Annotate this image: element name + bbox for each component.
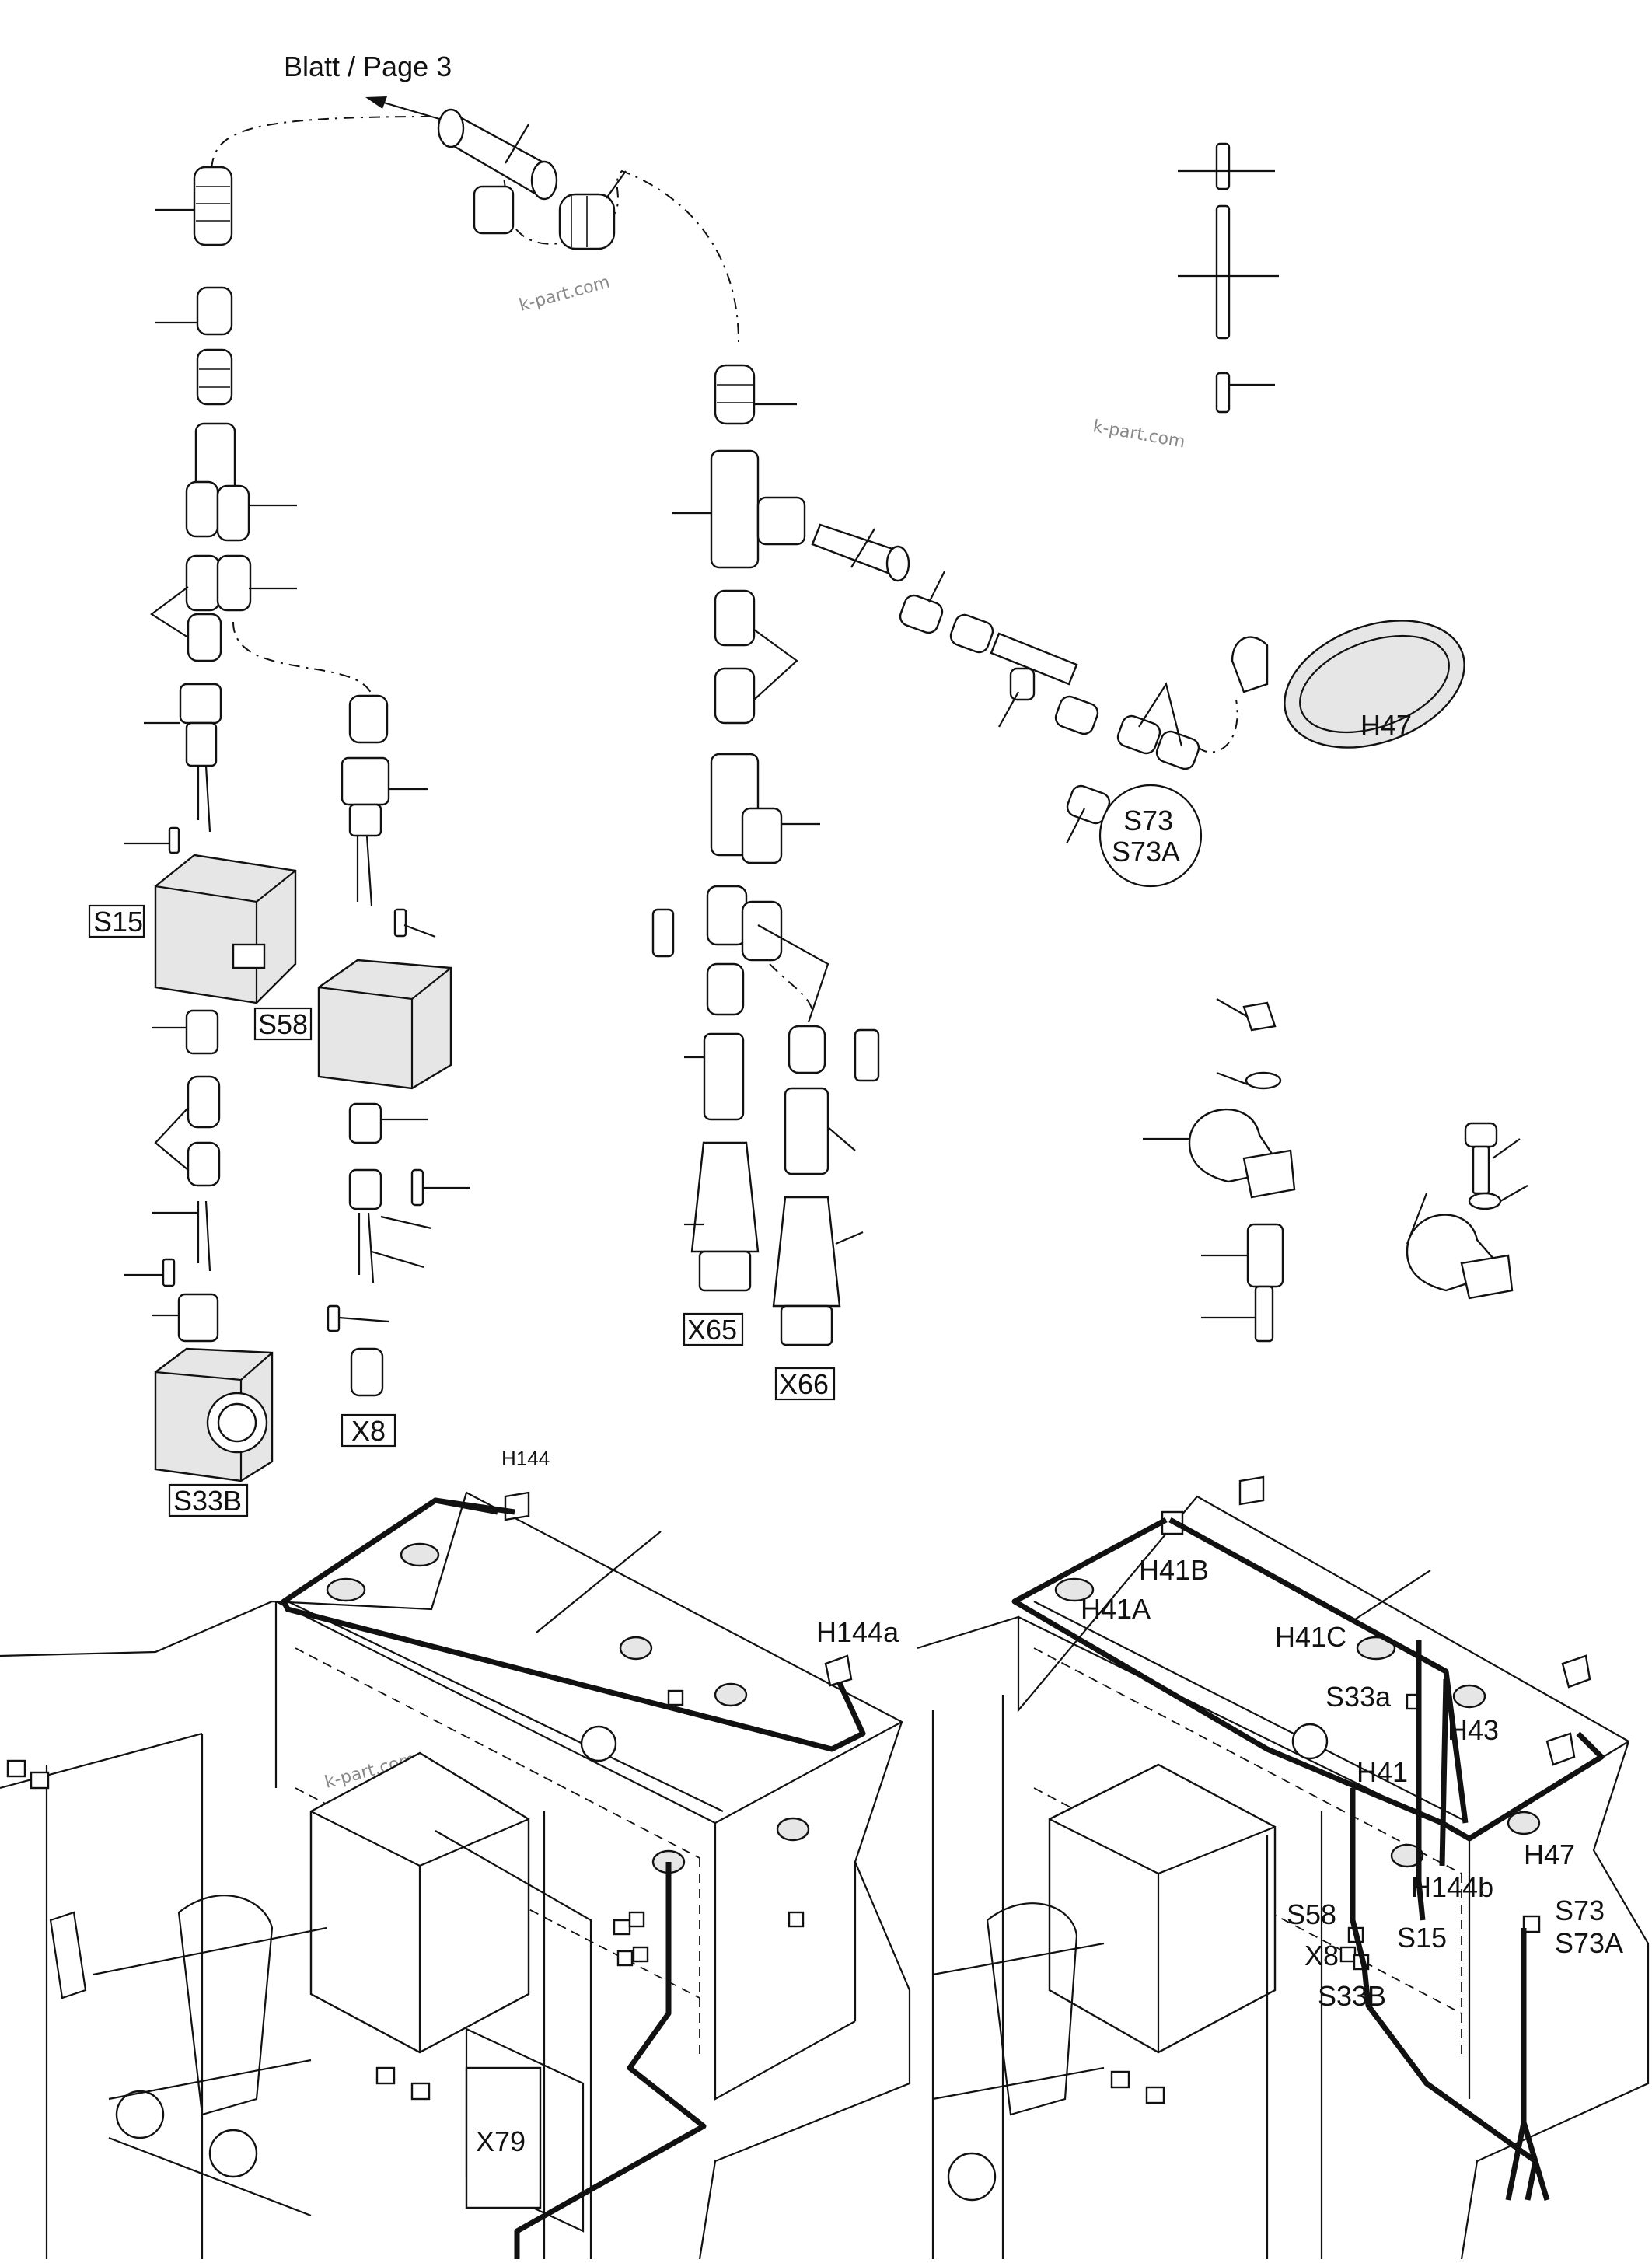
- watermark-1: k-part.com: [517, 273, 612, 316]
- harness-right: [1011, 1517, 1605, 2202]
- label-h144: H144: [501, 1447, 550, 1470]
- label-x79: X79: [476, 2125, 526, 2157]
- left-stack-leaders: [124, 208, 297, 1317]
- route-line-x66: [769, 963, 813, 1011]
- left-leader-h144: [536, 1531, 662, 1633]
- page-reference-arrow: [365, 96, 432, 118]
- label-s73: S73: [1123, 805, 1173, 836]
- label-s15-assembly: S15: [1397, 1922, 1447, 1954]
- middle-component-stack: [317, 694, 452, 1397]
- pin-assembly: [1178, 142, 1279, 414]
- svg-text:S58: S58: [258, 1008, 308, 1040]
- label-x8-assembly: X8: [1304, 1940, 1339, 1971]
- label-h41: H41: [1357, 1756, 1408, 1788]
- route-line-right: [1196, 699, 1238, 753]
- boxed-label-x65: X65: [683, 1312, 744, 1346]
- svg-text:X8: X8: [351, 1415, 386, 1447]
- boxed-label-x8: X8: [341, 1413, 396, 1448]
- label-h47-assembly: H47: [1524, 1839, 1575, 1870]
- clamp-assembly-2: [1406, 1122, 1528, 1300]
- boxed-label-s15: S15: [88, 904, 145, 938]
- label-s73-assembly: S73: [1555, 1895, 1605, 1926]
- boxed-label-s33b: S33B: [168, 1483, 249, 1517]
- svg-text:S33B: S33B: [173, 1485, 242, 1517]
- right-leader-h41c: [1352, 1570, 1431, 1622]
- label-h144b: H144b: [1411, 1871, 1493, 1903]
- central-component-stack: [651, 364, 880, 1346]
- label-s73a: S73A: [1112, 836, 1180, 868]
- label-s58-assembly: S58: [1287, 1898, 1336, 1930]
- central-stack-leaders: [672, 403, 864, 1245]
- route-line-mid: [232, 621, 374, 700]
- label-h41a: H41A: [1081, 1593, 1151, 1625]
- label-s33a: S33a: [1325, 1681, 1392, 1713]
- label-h43: H43: [1448, 1714, 1499, 1746]
- boxed-label-x66: X66: [774, 1367, 836, 1401]
- label-s73a-assembly: S73A: [1555, 1927, 1623, 1959]
- label-s33b-assembly: S33B: [1318, 1980, 1386, 2012]
- label-h41b: H41B: [1139, 1554, 1209, 1586]
- watermark-2: k-part.com: [1091, 417, 1186, 452]
- left-component-stack: [154, 166, 297, 1482]
- top-tee-fitting: [437, 108, 627, 250]
- svg-text:X65: X65: [687, 1314, 737, 1346]
- diagonal-assembly: [811, 523, 1465, 825]
- diagonal-leaders: [850, 528, 1183, 844]
- route-line-left-top: [210, 116, 432, 180]
- svg-text:X66: X66: [779, 1368, 829, 1400]
- label-s73-circle: [1098, 784, 1203, 888]
- label-h144a: H144a: [816, 1616, 899, 1648]
- harness-left: [281, 1497, 866, 2259]
- label-h47: H47: [1360, 709, 1412, 741]
- svg-text:S15: S15: [93, 906, 143, 938]
- left-machine-frame: X79: [0, 1491, 911, 2260]
- clamp-assembly-1: [1143, 998, 1296, 1343]
- middle-stack-leaders: [338, 788, 470, 1323]
- label-h41c: H41C: [1275, 1621, 1346, 1653]
- page-reference: Blatt / Page 3: [284, 51, 452, 82]
- boxed-label-s58: S58: [253, 1007, 313, 1041]
